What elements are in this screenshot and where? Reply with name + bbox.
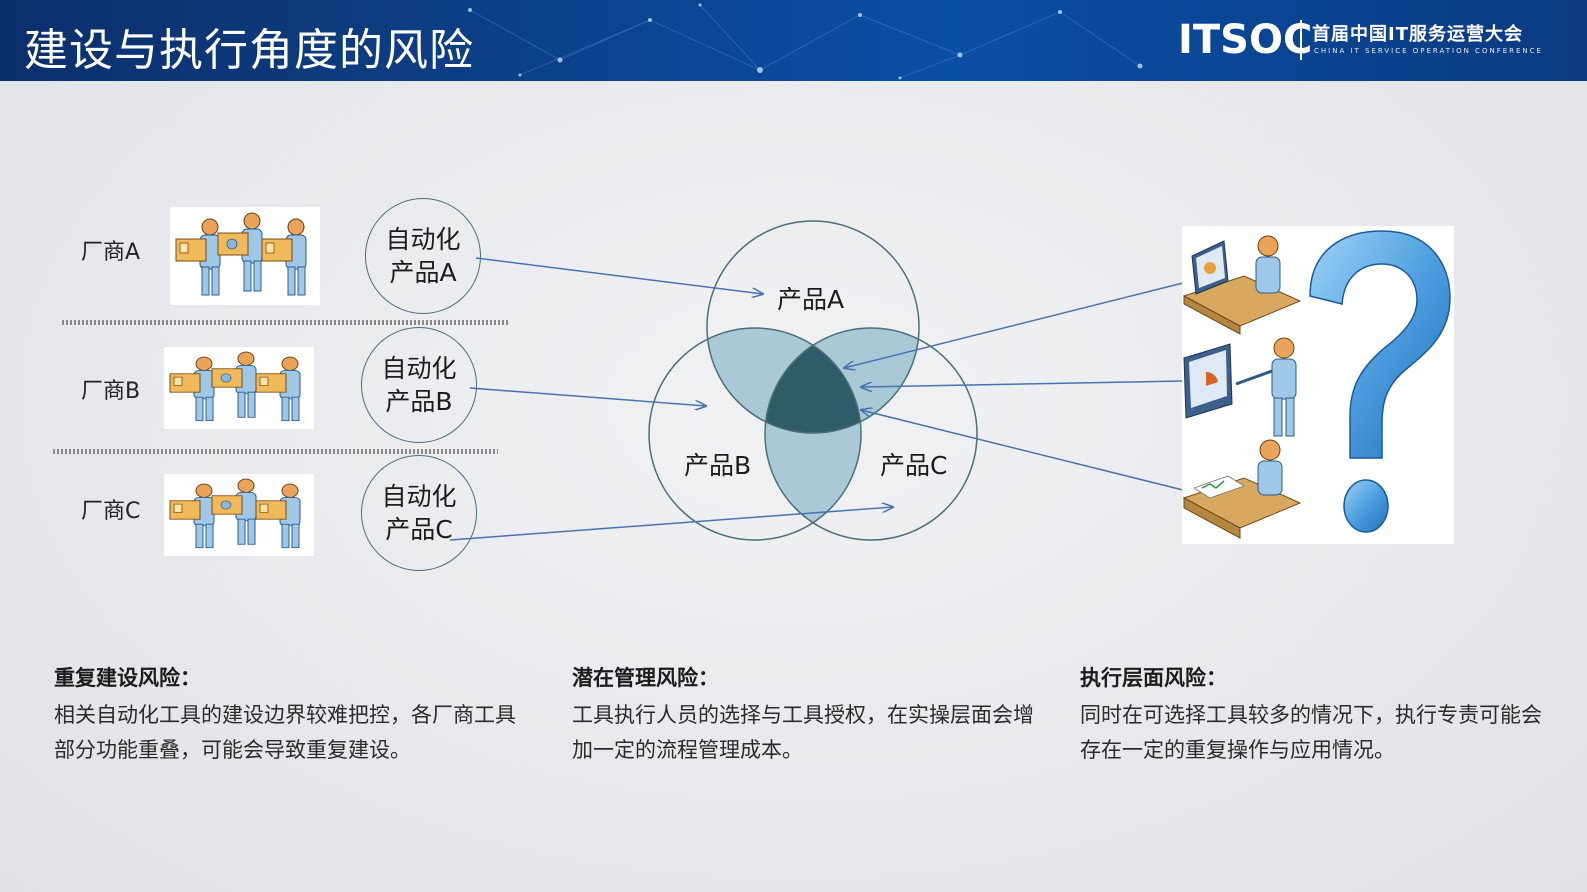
office-worker-icon xyxy=(1182,235,1302,335)
header-bar: 建设与执行角度的风险 ITSOC 首届中国IT服务运营大会 CHINA IT S… xyxy=(0,0,1587,81)
venn-label-b: 产品B xyxy=(684,451,752,480)
vendor-c-label: 厂商C xyxy=(81,499,141,524)
auto-product-a-line2: 产品A xyxy=(389,258,457,287)
venn-label-c: 产品C xyxy=(880,451,948,480)
risk-title: 执行层面风险： xyxy=(1080,666,1227,690)
risk-block-management: 潜在管理风险： 工具执行人员的选择与工具授权，在实操层面会增加一定的流程管理成本… xyxy=(572,662,1042,768)
worker-group-icon xyxy=(170,207,320,305)
network-pattern-icon xyxy=(468,3,1143,80)
venn-circle-b xyxy=(648,327,862,541)
vendor-a-label: 厂商A xyxy=(81,240,141,265)
worker-group-icon xyxy=(164,474,314,556)
risk-desc: 相关自动化工具的建设边界较难把控，各厂商工具部分功能重叠，可能会导致重复建设。 xyxy=(54,703,516,762)
auto-product-c-circle: 自动化 产品C xyxy=(361,455,477,571)
logo-divider xyxy=(1300,20,1302,60)
office-worker-icon xyxy=(1182,439,1302,539)
separator-dashed xyxy=(62,320,508,325)
auto-product-b-circle: 自动化 产品B xyxy=(361,327,477,443)
separator-dashed xyxy=(53,449,498,454)
auto-product-a-circle: 自动化 产品A xyxy=(365,198,481,314)
itsoc-logo: ITSOC xyxy=(1178,17,1313,63)
arrow-product-a xyxy=(475,257,763,294)
arrow-operator-3 xyxy=(861,410,1184,491)
arrow-operator-1 xyxy=(844,282,1184,368)
risk-desc: 工具执行人员的选择与工具授权，在实操层面会增加一定的流程管理成本。 xyxy=(572,703,1034,762)
worker-group-icon xyxy=(164,347,314,429)
auto-product-c-line1: 自动化 xyxy=(381,482,457,511)
auto-product-b-line1: 自动化 xyxy=(381,354,457,383)
office-worker-icon xyxy=(1183,337,1297,437)
risk-title: 潜在管理风险： xyxy=(572,666,719,690)
venn-circle-c xyxy=(764,327,978,541)
venn-circle-a xyxy=(706,220,920,434)
conference-name-cn: 首届中国IT服务运营大会 xyxy=(1312,24,1523,45)
vendor-b-label: 厂商B xyxy=(81,379,141,404)
page-title: 建设与执行角度的风险 xyxy=(24,25,474,76)
risk-desc: 同时在可选择工具较多的情况下，执行专责可能会存在一定的重复操作与应用情况。 xyxy=(1080,703,1542,762)
auto-product-a-line1: 自动化 xyxy=(385,225,461,254)
auto-product-c-line2: 产品C xyxy=(385,515,453,544)
conference-name-en: CHINA IT SERVICE OPERATION CONFERENCE xyxy=(1314,47,1543,55)
arrow-operator-2 xyxy=(861,380,1184,387)
arrow-product-b xyxy=(469,387,706,406)
auto-product-b-line2: 产品B xyxy=(385,387,453,416)
arrow-product-c xyxy=(449,507,893,541)
question-mark-icon xyxy=(1309,230,1451,533)
risk-block-duplicate: 重复建设风险： 相关自动化工具的建设边界较难把控，各厂商工具部分功能重叠，可能会… xyxy=(54,662,524,768)
venn-label-a: 产品A xyxy=(777,285,845,314)
operators-question-illustration xyxy=(1182,226,1454,544)
risk-title: 重复建设风险： xyxy=(54,666,201,690)
risk-block-execution: 执行层面风险： 同时在可选择工具较多的情况下，执行专责可能会存在一定的重复操作与… xyxy=(1080,662,1550,768)
overlap-abc xyxy=(765,328,861,433)
